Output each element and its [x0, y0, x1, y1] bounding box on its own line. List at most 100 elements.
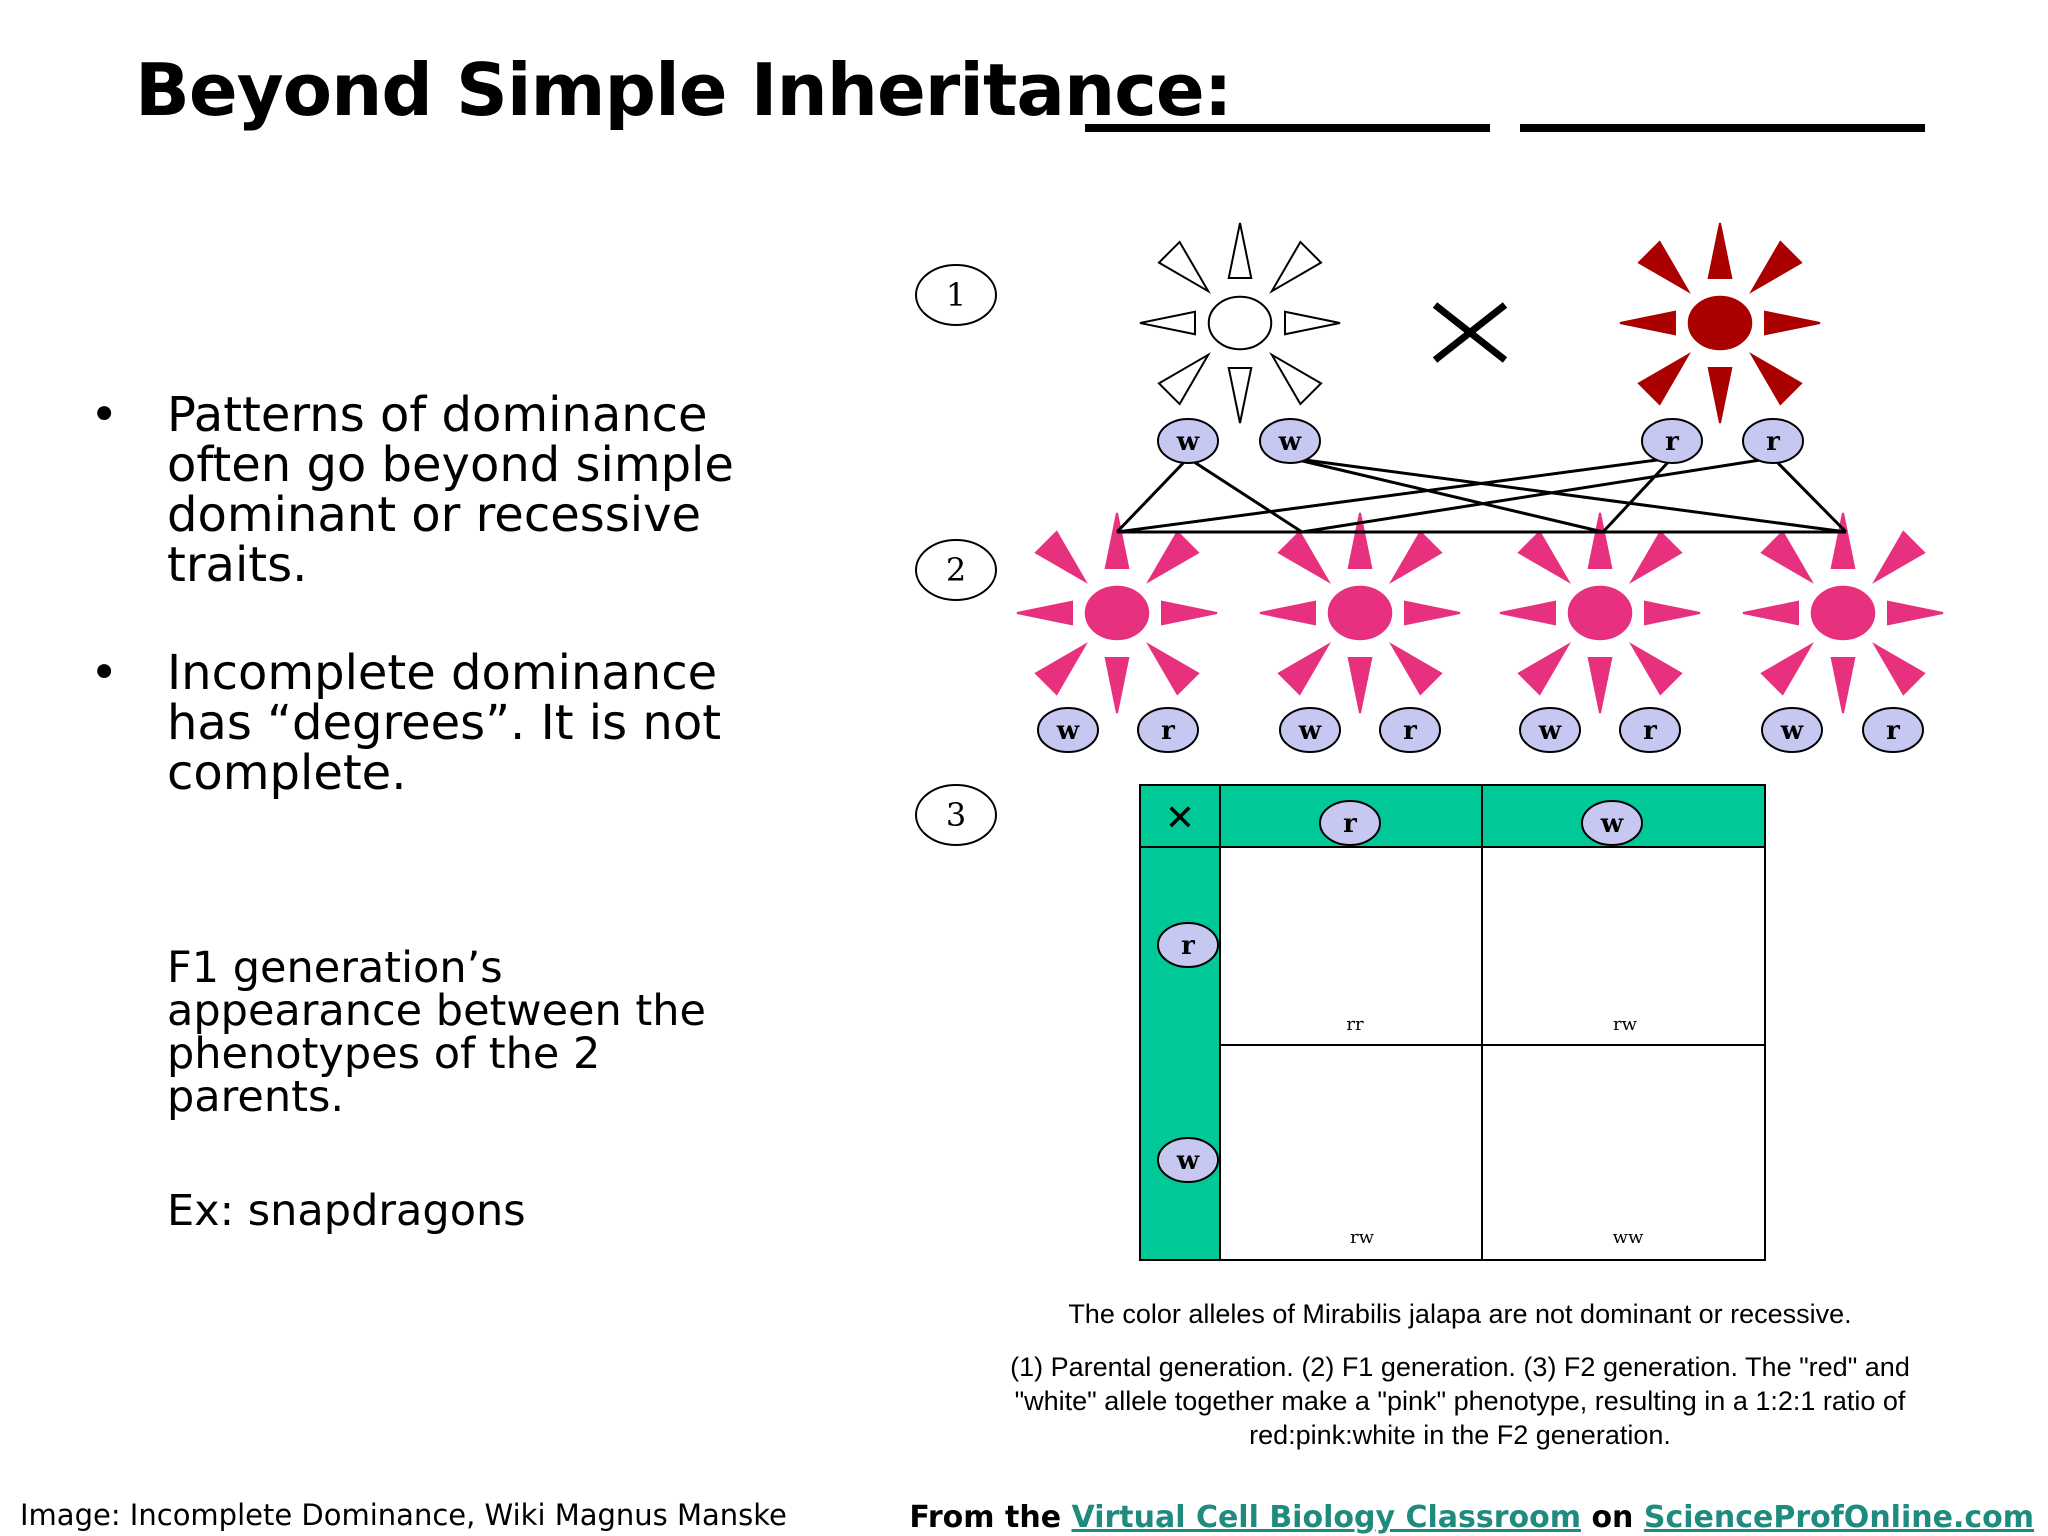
petal — [1629, 642, 1683, 696]
caption-line-2: (1) Parental generation. (2) F1 generati… — [1010, 1352, 1910, 1450]
petal — [1619, 310, 1676, 336]
petal — [1830, 657, 1856, 714]
page-title: Beyond Simple Inheritance: — [135, 48, 1233, 132]
petal — [1146, 642, 1200, 696]
f1-allele: r — [1862, 707, 1924, 753]
f1-allele: w — [1519, 707, 1581, 753]
petal — [1157, 352, 1211, 406]
allele-label: w — [1056, 716, 1080, 746]
genotype-label: rr — [1346, 1014, 1364, 1035]
petal — [1389, 530, 1443, 584]
punnett-header-col — [1139, 784, 1221, 1261]
link-scienceprofonline[interactable]: ScienceProfOnline.com — [1643, 1500, 2034, 1535]
flower-center — [1567, 585, 1633, 641]
allele-label: r — [1665, 427, 1679, 457]
f1-allele: r — [1137, 707, 1199, 753]
petal — [1277, 642, 1331, 696]
petal — [1629, 530, 1683, 584]
petal — [1157, 240, 1211, 294]
petal — [1227, 222, 1253, 279]
link-virtual-cell-biology-classroom[interactable]: Virtual Cell Biology Classroom — [1071, 1500, 1581, 1535]
allele-badge — [1037, 707, 1099, 753]
petal — [1749, 240, 1803, 294]
step-label: 3 — [946, 796, 966, 834]
step-marker-3: 3 — [915, 784, 997, 846]
bullet-list: • Patterns of dominance often go beyond … — [85, 390, 765, 856]
pink-flower-f1 — [1016, 512, 1218, 714]
petal — [1517, 530, 1571, 584]
cross-icon — [1432, 302, 1508, 363]
petal — [1104, 657, 1130, 714]
allele-label: r — [1161, 716, 1175, 746]
flower-center — [1687, 295, 1753, 351]
petal — [1760, 642, 1814, 696]
petal — [1347, 657, 1373, 714]
white-flower-parent — [1139, 222, 1341, 424]
allele-label: w — [1176, 427, 1200, 457]
petal — [1259, 600, 1316, 626]
allele-label: w — [1298, 716, 1322, 746]
pink-flower-f1 — [1742, 512, 1944, 714]
petal — [1749, 352, 1803, 406]
petal — [1161, 600, 1218, 626]
parent-allele: w — [1157, 418, 1219, 464]
petal — [1760, 530, 1814, 584]
allele-badge — [1379, 707, 1441, 753]
allele-badge — [1742, 418, 1804, 464]
allele-label: r — [1181, 931, 1195, 961]
punnett-col-allele: r — [1319, 800, 1381, 846]
bullet-dot: • — [90, 387, 119, 443]
petal — [1517, 642, 1571, 696]
petal — [1764, 310, 1821, 336]
allele-badge — [1279, 707, 1341, 753]
allele-badge — [1761, 707, 1823, 753]
petal — [1742, 600, 1799, 626]
petal — [1034, 642, 1088, 696]
allele-label: r — [1403, 716, 1417, 746]
f1-allele: w — [1037, 707, 1099, 753]
petal — [1587, 512, 1613, 569]
parent-allele: w — [1259, 418, 1321, 464]
flower-center — [1207, 295, 1273, 351]
allele-badge — [1157, 1137, 1219, 1183]
punnett-row-allele: w — [1157, 1137, 1219, 1183]
image-credit: Image: Incomplete Dominance, Wiki Magnus… — [20, 1498, 787, 1532]
step-label: 2 — [946, 551, 966, 589]
petal — [1887, 600, 1944, 626]
petal — [1830, 512, 1856, 569]
source-credit: From the Virtual Cell Biology Classroom … — [909, 1500, 2034, 1535]
petal — [1404, 600, 1461, 626]
title-blank-1 — [1085, 124, 1490, 132]
flower-center — [1084, 585, 1150, 641]
source-on: on — [1591, 1500, 1634, 1535]
source-from: From the — [909, 1500, 1062, 1535]
title-blank-2 — [1520, 124, 1925, 132]
allele-label: w — [1176, 1146, 1200, 1176]
f1-allele: w — [1761, 707, 1823, 753]
punnett-col-allele: w — [1581, 800, 1643, 846]
petal — [1587, 657, 1613, 714]
example-text: Ex: snapdragons — [167, 1186, 526, 1236]
f1-allele: r — [1619, 707, 1681, 753]
genotype-label: rw — [1613, 1014, 1638, 1035]
f1-allele: w — [1279, 707, 1341, 753]
allele-badge — [1641, 418, 1703, 464]
allele-label: w — [1600, 809, 1624, 839]
step-marker-1: 1 — [915, 264, 997, 326]
petal — [1872, 642, 1926, 696]
petal — [1872, 530, 1926, 584]
allele-badge — [1619, 707, 1681, 753]
bullet-dot: • — [90, 645, 119, 701]
flower-center — [1810, 585, 1876, 641]
petal — [1016, 600, 1073, 626]
caption-line-1: The color alleles of Mirabilis jalapa ar… — [1068, 1299, 1852, 1329]
allele-label: w — [1780, 716, 1804, 746]
punnett-header-row — [1139, 784, 1766, 848]
f1-note: F1 generation’s appearance between the p… — [167, 943, 706, 1122]
allele-label: r — [1343, 809, 1357, 839]
allele-badge — [1862, 707, 1924, 753]
pink-flower-f1 — [1499, 512, 1701, 714]
petal — [1269, 240, 1323, 294]
allele-label: r — [1886, 716, 1900, 746]
